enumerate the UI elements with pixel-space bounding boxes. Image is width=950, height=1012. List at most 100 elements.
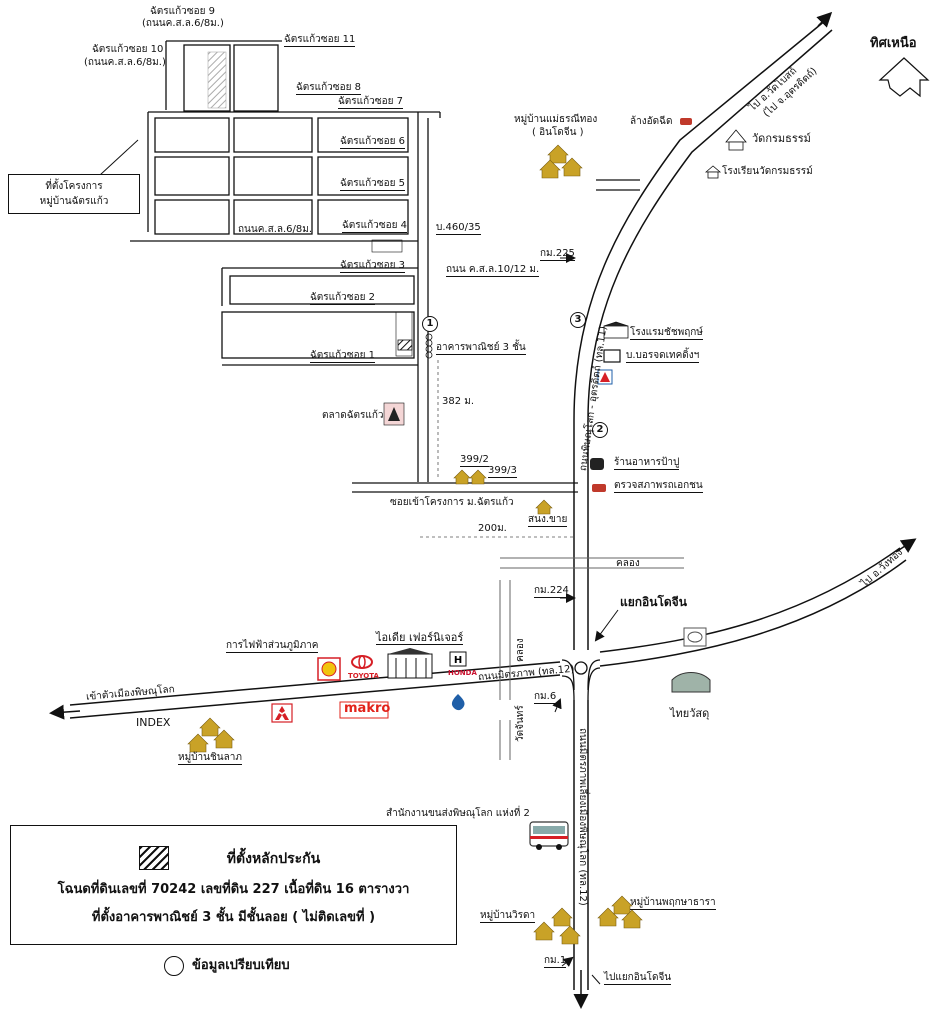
soi7-label: ฉัตรแก้วซอย 7 xyxy=(338,96,403,109)
hatched-plot-soi3 xyxy=(371,239,403,253)
legend-line3: ที่ตั้งอาคารพาณิชย์ 3 ชั้น มีชั้นลอย ( ไ… xyxy=(91,910,376,925)
soi3-road-label: ถนน ค.ส.ล.10/12 ม. xyxy=(446,264,540,277)
makro-label: makro xyxy=(344,701,391,716)
index-label: INDEX xyxy=(136,716,171,729)
makro-icon xyxy=(339,701,389,719)
company-label: บ.บอรจดเทคดิ้งฯ xyxy=(626,350,700,363)
soi11-label: ฉัตรแก้วซอย 11 xyxy=(284,34,356,47)
to-indochina-label: ไปแยกอินโดจีน xyxy=(604,972,672,985)
furniture-label: ไอเดีย เฟอร์นิเจอร์ xyxy=(376,631,464,645)
furniture-store-icon xyxy=(387,648,433,679)
soi9-label: ฉัตรแก้วซอย 9 xyxy=(150,6,215,17)
honda-label: HONDA xyxy=(448,669,477,677)
legend-hatch-swatch xyxy=(139,846,169,870)
roundabout xyxy=(561,659,601,701)
marker-2: 2 xyxy=(592,422,608,438)
project-box-line2: หมู่บ้านฉัตรแก้ว xyxy=(39,196,109,207)
toyota-label: TOYOTA xyxy=(348,672,379,680)
highway-12-south-label: ถนนมิตรภาพเลี่ยงเมืองพิษณุโลก (ทล.12) xyxy=(577,728,588,906)
commercial-building-label: อาคารพาณิชย์ 3 ชั้น xyxy=(436,342,526,355)
pea-icon xyxy=(317,657,341,681)
car-wash-icon xyxy=(680,118,692,125)
temple-icon xyxy=(725,129,747,151)
warehouse-icon xyxy=(671,672,711,693)
km224-label: กม.224 xyxy=(534,585,569,598)
canal-label: คลอง xyxy=(616,558,640,569)
village-wirada-label: หมู่บ้านวิรดา xyxy=(480,910,536,923)
soi1-label: ฉัตรแก้วซอย 1 xyxy=(310,350,375,363)
distance-382-label: 382 ม. xyxy=(442,396,475,407)
project-box-line1: ที่ตั้งโครงการ xyxy=(45,181,103,192)
legend-box: ที่ตั้งหลักประกัน โฉนดที่ดินเลขที่ 70242… xyxy=(10,825,457,945)
village-maeson2-label: ( อินโดจีน ) xyxy=(532,127,584,138)
hatched-plot-top xyxy=(207,51,227,109)
village-phruksa-label: หมู่บ้านพฤกษาธารา xyxy=(630,897,716,910)
mazda-icon xyxy=(683,627,707,647)
soi4-label: ฉัตรแก้วซอย 4 xyxy=(342,220,407,233)
house-number-label: บ.460/35 xyxy=(436,222,481,235)
company-icon xyxy=(603,349,621,363)
canal-vert2-label: วัดจันทร์ xyxy=(515,705,526,742)
soi10-label: ฉัตรแก้วซอย 10 xyxy=(92,44,164,55)
legend-circle-icon xyxy=(164,956,184,976)
km6-label: กม.6 xyxy=(534,691,557,704)
project-location-box: ที่ตั้งโครงการ หมู่บ้านฉัตรแก้ว xyxy=(8,174,140,214)
distance-200-label: 200ม. xyxy=(478,523,507,534)
mitsubishi-icon xyxy=(271,703,293,723)
bus-icon xyxy=(529,821,569,850)
soi5-label: ฉัตรแก้วซอย 5 xyxy=(340,178,405,191)
transport-office-label: สำนักงานขนส่งพิษณุโลก แห่งที่ 2 xyxy=(386,808,530,819)
commercial-building-markers xyxy=(425,333,433,359)
restaurant-icon xyxy=(590,458,604,470)
north-arrow-road xyxy=(816,11,833,28)
hatched-plot-soi1 xyxy=(395,311,413,357)
hotel-label: โรงแรมชัชพฤกษ์ xyxy=(630,327,703,340)
addr-399-3-label: 399/3 xyxy=(488,465,517,478)
legend-line4: ข้อมูลเปรียบเทียบ xyxy=(192,958,290,973)
project-lane xyxy=(352,482,578,493)
village-chinlak-label: หมู่บ้านชินลาภ xyxy=(178,752,242,765)
market-icon xyxy=(383,402,405,426)
soi2-label: ฉัตรแก้วซอย 2 xyxy=(310,292,375,305)
village-maeson-label: หมู่บ้านแม่ธรณีทอง xyxy=(514,114,598,125)
pea-label: การไฟฟ้าส่วนภูมิภาค xyxy=(226,640,319,653)
wat-label: วัดกรมธรรม์ xyxy=(752,132,811,145)
canals xyxy=(499,557,684,760)
wat-school-label: โรงเรียนวัดกรมธรรม์ xyxy=(722,166,813,177)
soi10-road-label: (ถนนค.ส.ล.6/8ม.) xyxy=(84,57,166,68)
toyota-icon xyxy=(351,655,373,669)
village-house-icons xyxy=(187,144,643,945)
restaurant-label: ร้านอาหารป้าปู xyxy=(614,457,680,470)
canal-vert-label: คลอง xyxy=(515,638,526,662)
svg-text:H: H xyxy=(454,655,462,666)
addr-399-2-label: 399/2 xyxy=(460,454,489,467)
school-icon xyxy=(704,165,722,179)
soi9-road-label: (ถนนค.ส.ล.6/8ม.) xyxy=(142,18,224,29)
gas-station-icon xyxy=(597,369,613,385)
soi6-label: ฉัตรแก้วซอย 6 xyxy=(340,136,405,149)
bank-icon xyxy=(451,694,465,711)
sales-office-label: สนง.ขาย xyxy=(528,514,568,527)
north-label: ทิศเหนือ xyxy=(870,36,917,51)
marker-3: 3 xyxy=(570,312,586,328)
marker-1: 1 xyxy=(422,316,438,332)
car-inspection-icon xyxy=(592,484,606,492)
legend-line1: ที่ตั้งหลักประกัน xyxy=(226,851,321,867)
hotel-icon xyxy=(603,321,629,339)
km1-label: กม.1 xyxy=(544,955,567,968)
north-compass-icon xyxy=(878,57,930,98)
highway-11 xyxy=(573,19,833,650)
soi3-label: ฉัตรแก้วซอย 3 xyxy=(340,260,405,273)
car-inspection-label: ตรวจสภาพรถเอกชน xyxy=(614,480,703,493)
soi4-road-label: ถนนค.ส.ล.6/8ม. xyxy=(238,224,313,235)
legend-line2: โฉนดที่ดินเลขที่ 70242 เลขที่ดิน 227 เนื… xyxy=(57,882,410,897)
km225-label: กม.225 xyxy=(540,248,575,261)
market-label: ตลาดฉัตรแก้ว xyxy=(322,410,384,421)
collateral-hatch xyxy=(397,339,413,351)
indochina-junction-label: แยกอินโดจีน xyxy=(620,595,687,609)
mittraphap-road xyxy=(69,547,907,719)
soi8-label: ฉัตรแก้วซอย 8 xyxy=(296,82,361,95)
project-lane-label: ซอยเข้าโครงการ ม.ฉัตรแก้ว xyxy=(390,497,514,508)
honda-icon: H xyxy=(449,651,467,667)
thaiwatsadu-label: ไทยวัสดุ xyxy=(670,707,710,720)
